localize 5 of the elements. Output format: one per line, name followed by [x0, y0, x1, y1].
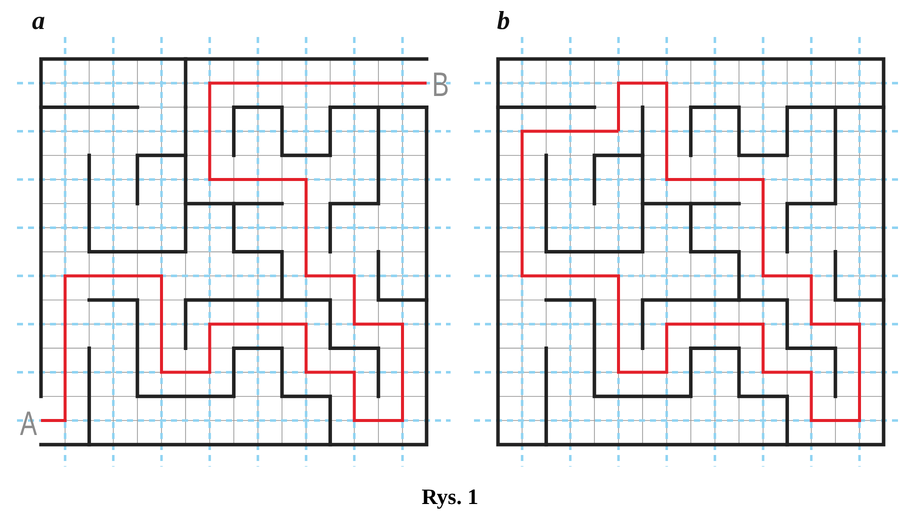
figure-caption: Rys. 1	[422, 484, 478, 510]
panel-label: b	[497, 8, 510, 34]
panel-label: a	[32, 8, 45, 34]
start-label: A	[20, 407, 38, 441]
end-label: B	[432, 68, 450, 102]
